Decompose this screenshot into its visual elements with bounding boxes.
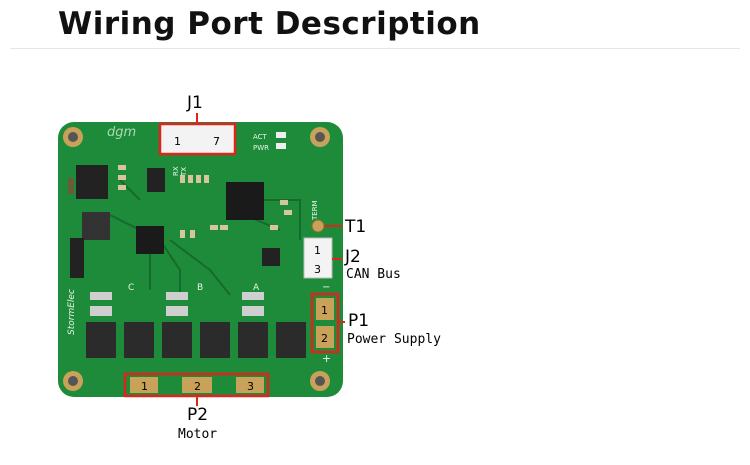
brand-label: StormElec bbox=[67, 289, 77, 335]
j2-label: J2 bbox=[345, 247, 361, 267]
silk-term: TERM bbox=[311, 200, 319, 221]
j1-label: J1 bbox=[187, 93, 203, 113]
mounting-holes bbox=[63, 127, 330, 391]
j2-desc: CAN Bus bbox=[346, 267, 401, 282]
t1-label: T1 bbox=[345, 217, 367, 237]
j2-connector: 1 3 bbox=[303, 237, 342, 279]
p1-desc: Power Supply bbox=[347, 332, 441, 347]
p1-label: P1 bbox=[348, 311, 370, 331]
smd-parts bbox=[68, 165, 292, 238]
j1-connector: 1 7 bbox=[158, 113, 237, 156]
silk-phase-a: A bbox=[253, 283, 260, 293]
ic-regulator bbox=[76, 165, 108, 199]
page-title: Wiring Port Description bbox=[58, 6, 481, 42]
silk-minus: − bbox=[322, 282, 330, 293]
p2-desc: Motor bbox=[178, 427, 218, 442]
p2-pin-3: 3 bbox=[247, 380, 254, 393]
mosfets bbox=[86, 322, 306, 358]
ic-mcu bbox=[136, 226, 164, 254]
silk-pwr: PWR bbox=[253, 144, 269, 152]
ic-small bbox=[147, 168, 165, 192]
silk-phase-b: B bbox=[197, 283, 203, 293]
mosfet-tabs bbox=[90, 292, 264, 316]
j2-pin-last: 3 bbox=[314, 263, 321, 276]
ic-ldo bbox=[262, 248, 280, 266]
p2-label: P2 bbox=[187, 405, 209, 425]
p1-pads: 1 2 bbox=[310, 292, 345, 354]
silk-plus: + bbox=[322, 352, 331, 365]
t1-pads bbox=[311, 219, 342, 233]
ic-can-transceiver bbox=[226, 182, 264, 220]
p2-pin-1: 1 bbox=[141, 380, 148, 393]
j1-pin-first: 1 bbox=[174, 135, 181, 148]
silk-tx: TX bbox=[180, 167, 188, 177]
silk-rx: RX bbox=[172, 166, 180, 176]
silk-act: ACT bbox=[253, 133, 268, 141]
led-pwr bbox=[276, 143, 286, 149]
board-logo: dgm bbox=[107, 125, 136, 140]
j1-pin-last: 7 bbox=[213, 135, 220, 148]
title-divider bbox=[10, 48, 740, 49]
p2-pads: 1 2 3 bbox=[123, 372, 270, 406]
silk-phase-c: C bbox=[128, 283, 134, 293]
p2-pin-2: 2 bbox=[194, 380, 201, 393]
j2-pin-first: 1 bbox=[314, 244, 321, 257]
ic-inductor bbox=[82, 212, 110, 240]
led-act bbox=[276, 132, 286, 138]
p1-pin-first: 1 bbox=[321, 304, 328, 317]
p1-pin-last: 2 bbox=[321, 332, 328, 345]
ic-diode bbox=[70, 238, 84, 278]
